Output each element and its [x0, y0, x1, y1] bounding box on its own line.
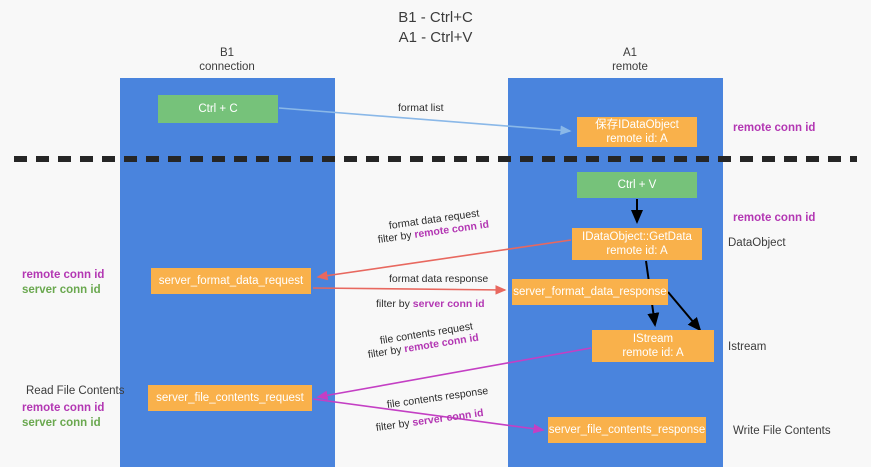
label-left-conn-ids-bottom: remote conn id server conn id — [22, 401, 104, 431]
label-right-dataobject: DataObject — [728, 237, 786, 249]
node-server-format-data-response[interactable]: server_format_data_response — [512, 279, 668, 305]
label-right-remote-conn-id-mid: remote conn id — [733, 212, 816, 224]
label-left-remote-conn-id-mid: remote conn id — [22, 269, 105, 281]
arrow-format-data-request — [316, 239, 572, 281]
node-save-idataobject-sub: remote id: A — [606, 133, 668, 145]
edge-label-format-data-response: format data response — [389, 273, 489, 285]
node-idataobject-getdata-label: IDataObject::GetData — [582, 231, 692, 243]
node-istream[interactable]: IStream remote id: A — [592, 330, 714, 362]
node-server-format-data-request[interactable]: server_format_data_request — [151, 268, 311, 294]
section-divider — [14, 156, 857, 162]
arrow-file-contents-request — [316, 347, 592, 401]
node-save-idataobject-label: 保存IDataObject — [595, 119, 679, 131]
node-server-format-data-request-label: server_format_data_request — [158, 275, 304, 287]
column-header-b1: B1 connection — [199, 47, 255, 73]
label-left-server-conn-id-mid: server conn id — [22, 284, 101, 296]
filter-value-server-conn-id: server conn id — [412, 298, 485, 310]
label-left-remote-conn-id-bottom: remote conn id — [22, 402, 105, 414]
node-server-file-contents-response[interactable]: server_file_contents_response — [548, 417, 706, 443]
edge-label-format-data-response-filter: filter by server conn id — [376, 297, 485, 311]
label-right-write-file-contents: Write File Contents — [733, 425, 831, 437]
label-right-istream: Istream — [728, 341, 767, 353]
diagram-title: B1 - Ctrl+C A1 - Ctrl+V — [398, 9, 473, 46]
column-header-a1: A1 remote — [612, 47, 648, 73]
node-idataobject-getdata-sub: remote id: A — [606, 245, 668, 257]
label-left-server-conn-id-bottom: server conn id — [22, 417, 101, 429]
node-istream-sub: remote id: A — [622, 347, 684, 359]
node-ctrl-v-label: Ctrl + V — [617, 179, 657, 191]
filter-prefix: filter by — [376, 298, 413, 310]
node-ctrl-c[interactable]: Ctrl + C — [158, 95, 278, 123]
node-server-file-contents-request-label: server_file_contents_request — [156, 392, 304, 404]
label-left-conn-ids-mid: remote conn id server conn id — [22, 268, 104, 298]
node-server-file-contents-response-label: server_file_contents_response — [548, 424, 706, 436]
node-server-format-data-response-label: server_format_data_response — [513, 286, 667, 298]
arrow-response-istream — [667, 291, 702, 332]
node-ctrl-v[interactable]: Ctrl + V — [577, 172, 697, 198]
node-idataobject-getdata[interactable]: IDataObject::GetData remote id: A — [572, 228, 702, 260]
node-istream-label: IStream — [632, 333, 674, 345]
node-server-file-contents-request[interactable]: server_file_contents_request — [148, 385, 312, 411]
label-right-remote-conn-id-top: remote conn id — [733, 122, 816, 134]
edge-label-format-list: format list — [398, 102, 444, 114]
node-ctrl-c-label: Ctrl + C — [198, 103, 238, 115]
arrow-format-list — [278, 107, 572, 136]
arrow-file-contents-response — [312, 398, 545, 434]
label-left-read-file-contents: Read File Contents — [26, 385, 125, 397]
node-save-idataobject[interactable]: 保存IDataObject remote id: A — [577, 117, 697, 147]
arrow-format-data-response — [312, 285, 507, 295]
